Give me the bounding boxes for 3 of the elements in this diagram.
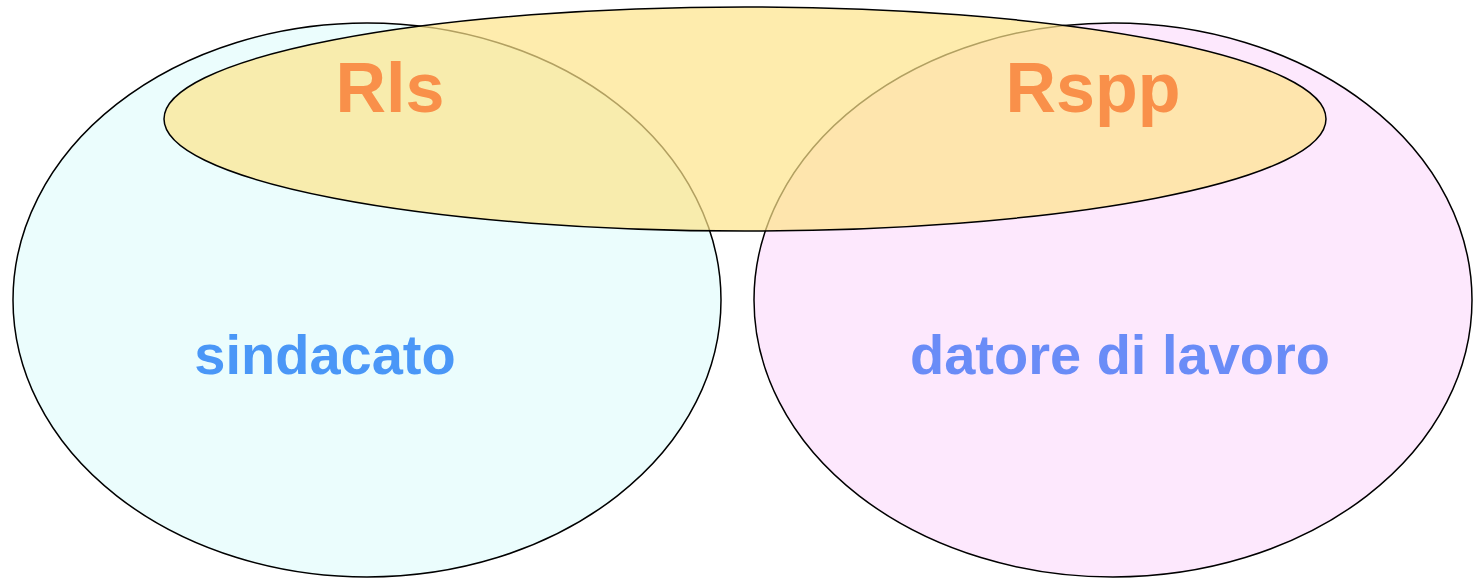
set-label: sindacato <box>194 327 456 383</box>
set-label: datore di lavoro <box>909 327 1331 383</box>
set-label: Rls <box>335 53 445 123</box>
